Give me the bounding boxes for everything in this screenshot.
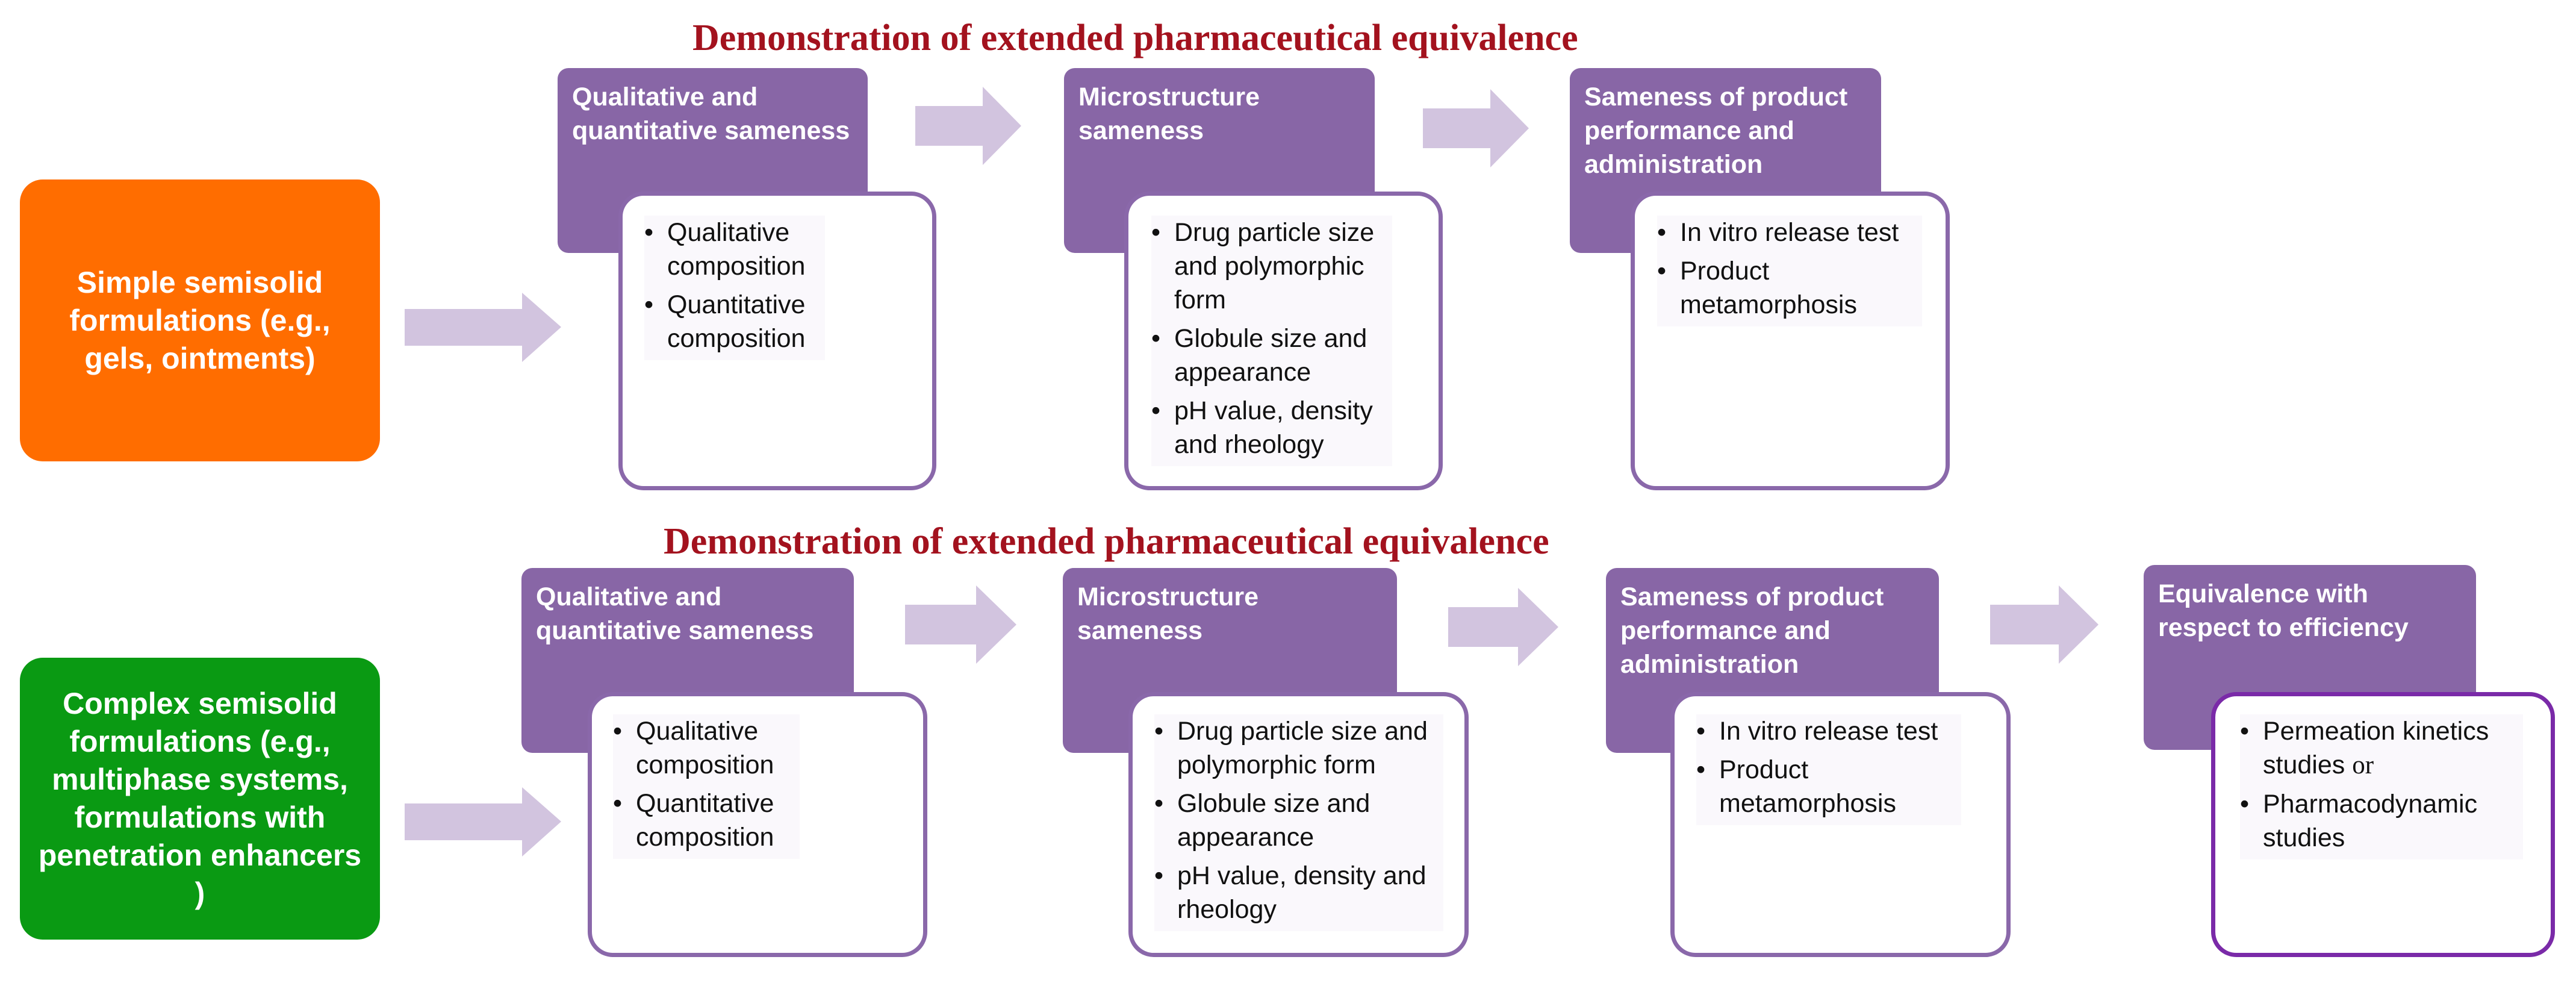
simple-formulations-box: Simple semisolid formulations (e.g., gel… (20, 179, 380, 461)
list-item: Qualitative composition (613, 714, 800, 782)
list-item: Quantitative composition (644, 288, 825, 355)
row2-step1-list: Qualitative composition Quantitative com… (613, 714, 800, 859)
arrow-right-icon (905, 585, 1016, 664)
list-item: In vitro release test (1696, 714, 1961, 748)
row1-step3-list: In vitro release test Product metamorpho… (1657, 216, 1922, 326)
arrow-right-icon (1423, 89, 1529, 167)
row2-step4-list: Permeation kinetics studies or Pharmacod… (2240, 714, 2523, 859)
row1-title: Demonstration of extended pharmaceutical… (692, 17, 1578, 58)
list-item: Drug particle size and polymorphic form (1154, 714, 1443, 782)
list-item: Pharmacodynamic studies (2240, 787, 2523, 855)
row1-step2-list: Drug particle size and polymorphic form … (1151, 216, 1392, 466)
complex-formulations-box: Complex semisolid formulations (e.g., mu… (20, 658, 380, 940)
arrow-right-icon (915, 87, 1021, 165)
list-item: In vitro release test (1657, 216, 1922, 249)
row2-step2-list: Drug particle size and polymorphic form … (1154, 714, 1443, 931)
list-item: Quantitative composition (613, 787, 800, 854)
list-item: pH value, density and rheology (1151, 394, 1392, 461)
list-item: Drug particle size and polymorphic form (1151, 216, 1392, 317)
list-item: Qualitative composition (644, 216, 825, 283)
list-item: Globule size and appearance (1154, 787, 1443, 854)
bullet-permeation: Permeation kinetics studies (2263, 717, 2489, 779)
arrow-right-icon (1448, 588, 1558, 666)
row1-step1-list: Qualitative composition Quantitative com… (644, 216, 825, 360)
list-item: Product metamorphosis (1657, 254, 1922, 322)
row2-title: Demonstration of extended pharmaceutical… (664, 521, 1549, 562)
arrow-right-icon (405, 293, 561, 362)
or-connector: or (2352, 751, 2374, 779)
list-item: Permeation kinetics studies or (2240, 714, 2523, 782)
list-item: Product metamorphosis (1696, 753, 1961, 820)
list-item: Globule size and appearance (1151, 322, 1392, 389)
arrow-right-icon (1990, 585, 2098, 664)
list-item: pH value, density and rheology (1154, 859, 1443, 926)
row2-step3-list: In vitro release test Product metamorpho… (1696, 714, 1961, 825)
arrow-right-icon (405, 787, 561, 856)
